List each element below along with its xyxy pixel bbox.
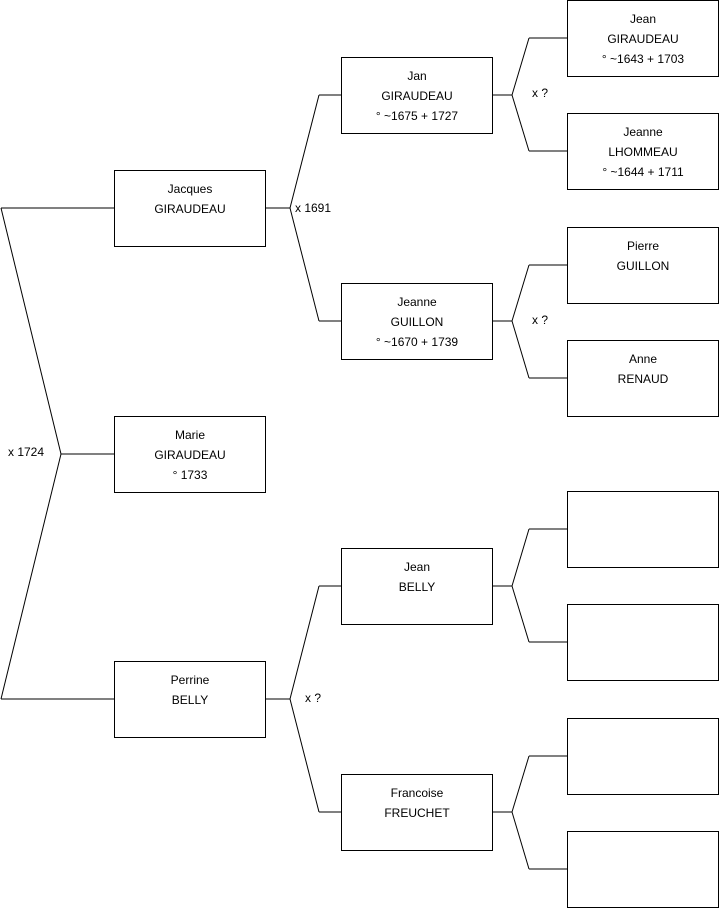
connector-line <box>511 811 530 870</box>
surname: GIRAUDEAU <box>154 202 226 216</box>
given-name: Marie <box>174 428 205 442</box>
connector-line <box>511 755 530 813</box>
given-name: Jean <box>403 560 431 574</box>
person-box-jeanne-lhommeau[interactable]: Jeanne LHOMMEAU ° ~1644 + 1711 <box>567 113 719 190</box>
connector-line <box>289 698 320 813</box>
given-name: Jeanne <box>623 125 663 139</box>
person-box-empty[interactable] <box>567 604 719 681</box>
person-box-empty[interactable] <box>567 718 719 795</box>
given-name: Anne <box>628 352 658 366</box>
connector-line <box>0 207 62 455</box>
connector-line <box>511 585 530 643</box>
marriage-label-giraudeau-lhommeau: x ? <box>532 86 549 100</box>
given-name: Jacques <box>167 182 213 196</box>
given-name: Francoise <box>390 786 444 800</box>
person-box-jacques-giraudeau[interactable]: Jacques GIRAUDEAU <box>114 170 266 247</box>
person-box-jean-giraudeau[interactable]: Jean GIRAUDEAU ° ~1643 + 1703 <box>567 0 719 77</box>
given-name: Jean <box>629 12 657 26</box>
life-dates: ° ~1643 + 1703 <box>601 52 685 66</box>
surname: LHOMMEAU <box>608 145 678 159</box>
connector-line <box>511 528 530 587</box>
marriage-label-guillon-renaud: x ? <box>532 313 549 327</box>
surname: BELLY <box>398 580 436 594</box>
life-dates: ° ~1644 + 1711 <box>602 165 684 179</box>
connector-line <box>289 94 320 209</box>
surname: GUILLON <box>390 315 444 329</box>
person-box-jeanne-guillon[interactable]: Jeanne GUILLON ° ~1670 + 1739 <box>341 283 493 360</box>
marriage-label-parents: x 1724 <box>8 445 45 459</box>
surname: BELLY <box>171 693 209 707</box>
person-box-perrine-belly[interactable]: Perrine BELLY <box>114 661 266 738</box>
life-dates: ° ~1670 + 1739 <box>375 335 459 349</box>
person-box-jean-belly[interactable]: Jean BELLY <box>341 548 493 625</box>
person-box-empty[interactable] <box>567 831 719 908</box>
life-dates: ° 1733 <box>172 468 208 482</box>
surname: GUILLON <box>616 259 670 273</box>
surname: RENAUD <box>617 372 669 386</box>
connector-line <box>289 207 320 322</box>
connector-line <box>0 453 62 700</box>
surname: FREUCHET <box>384 806 450 820</box>
person-box-empty[interactable] <box>567 491 719 568</box>
given-name: Pierre <box>626 239 659 253</box>
connector-line <box>511 94 530 152</box>
person-box-anne-renaud[interactable]: Anne RENAUD <box>567 340 719 417</box>
person-box-francoise-freuchet[interactable]: Francoise FREUCHET <box>341 774 493 851</box>
given-name: Jan <box>407 69 427 83</box>
surname: GIRAUDEAU <box>607 32 679 46</box>
surname: GIRAUDEAU <box>381 89 453 103</box>
connector-line <box>511 264 530 322</box>
life-dates: ° ~1675 + 1727 <box>375 109 459 123</box>
marriage-label-paternal-grandparents: x 1691 <box>295 201 332 215</box>
given-name: Perrine <box>170 673 210 687</box>
given-name: Jeanne <box>397 295 437 309</box>
person-box-marie-giraudeau[interactable]: Marie GIRAUDEAU ° 1733 <box>114 416 266 493</box>
connector-line <box>289 585 320 700</box>
connector-line <box>511 320 530 379</box>
person-box-jan-giraudeau[interactable]: Jan GIRAUDEAU ° ~1675 + 1727 <box>341 57 493 134</box>
person-box-pierre-guillon[interactable]: Pierre GUILLON <box>567 227 719 304</box>
marriage-label-maternal-grandparents: x ? <box>305 691 322 705</box>
surname: GIRAUDEAU <box>154 448 226 462</box>
connector-line <box>511 37 530 96</box>
